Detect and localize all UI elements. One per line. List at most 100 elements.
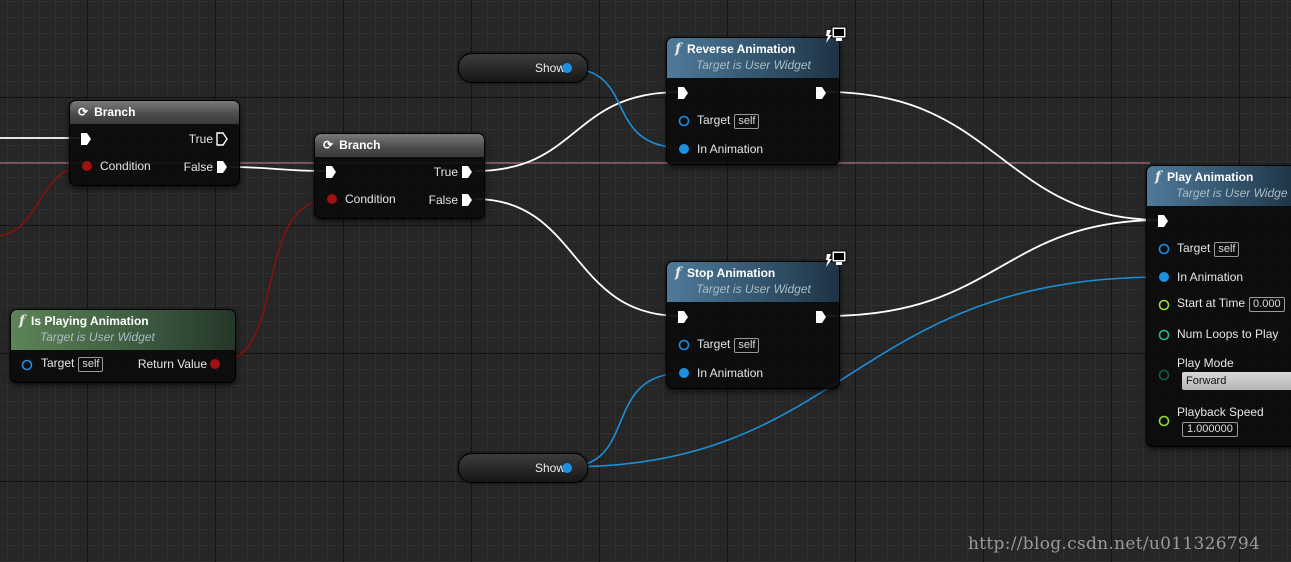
in-animation-pin[interactable]: [1158, 271, 1170, 283]
condition-label: Condition: [100, 159, 151, 173]
function-icon: f: [675, 41, 682, 57]
network-icon: [826, 26, 847, 43]
start-at-time-input[interactable]: 0.000: [1249, 297, 1285, 312]
return-value-label: Return Value: [137, 357, 207, 371]
play-animation-node[interactable]: f Play Animation Target is User Widge Tar…: [1146, 165, 1291, 447]
object-wire-show-reverse: [565, 67, 685, 149]
exec-in-pin[interactable]: [80, 132, 92, 146]
branch-icon: ⟳: [323, 138, 334, 152]
target-pin[interactable]: [1158, 243, 1170, 255]
in-animation-label: In Animation: [1177, 270, 1244, 284]
play-mode-label: Play Mode: [1177, 356, 1234, 370]
show-out-pin[interactable]: [561, 62, 573, 74]
is-playing-subtitle: Target is User Widget: [40, 330, 155, 344]
branch-node-2-title: Branch: [339, 138, 381, 152]
target-self-box[interactable]: self: [78, 357, 104, 372]
bool-condition-pin[interactable]: [81, 160, 93, 172]
exec-wire-false-stop: [474, 198, 681, 317]
false-label: False: [183, 160, 213, 174]
function-icon: f: [19, 313, 26, 329]
watermark-url: http://blog.csdn.net/u011326794: [968, 534, 1261, 554]
exec-out-true-pin[interactable]: [216, 132, 228, 146]
stop-subtitle: Target is User Widget: [696, 282, 811, 296]
play-header: f Play Animation Target is User Widge: [1147, 166, 1291, 206]
start-at-time-pin[interactable]: [1158, 299, 1170, 311]
playback-speed-label: Playback Speed: [1177, 405, 1264, 419]
target-label: Target: [697, 113, 731, 127]
num-loops-label: Num Loops to Play: [1177, 327, 1279, 341]
play-title: Play Animation: [1167, 170, 1254, 184]
reverse-animation-node[interactable]: f Reverse Animation Target is User Widget…: [666, 37, 840, 165]
stop-title: Stop Animation: [687, 266, 776, 280]
play-subtitle: Target is User Widge: [1176, 186, 1288, 200]
playback-speed-pin[interactable]: [1158, 415, 1170, 427]
exec-in-pin[interactable]: [1157, 214, 1169, 228]
exec-wire-true-reverse: [474, 91, 681, 172]
target-pin[interactable]: [678, 115, 690, 127]
target-pin[interactable]: [21, 359, 33, 371]
branch-node-1-header: ⟳Branch: [70, 101, 239, 124]
show-out-pin[interactable]: [561, 462, 573, 474]
stop-animation-node[interactable]: f Stop Animation Target is User Widget Ta…: [666, 261, 840, 389]
branch-node-2-header: ⟳ Branch: [315, 134, 484, 157]
is-playing-title: Is Playing Animation: [31, 314, 149, 328]
stop-header: f Stop Animation Target is User Widget: [667, 262, 839, 302]
branch-node-1-title: Branch: [94, 105, 136, 119]
play-mode-dropdown[interactable]: Forward: [1182, 372, 1291, 390]
return-value-pin[interactable]: [209, 358, 221, 370]
target-label: Target: [697, 337, 731, 351]
function-icon: f: [1155, 169, 1162, 185]
playback-speed-row: 1.000000: [1177, 421, 1238, 437]
bool-wire-return: [215, 198, 332, 364]
exec-wire-branch1-false: [229, 166, 327, 172]
exec-wire-reverse-play: [825, 91, 1163, 221]
branch-node-1[interactable]: ⟳Branch True Condition False: [69, 100, 240, 186]
target-self-box[interactable]: self: [734, 338, 760, 353]
is-playing-animation-node[interactable]: f Is Playing Animation Target is User Wid…: [10, 309, 236, 383]
exec-in-pin[interactable]: [677, 310, 689, 324]
reverse-title: Reverse Animation: [687, 42, 796, 56]
true-label: True: [188, 132, 213, 146]
exec-out-false-pin[interactable]: [216, 160, 228, 174]
network-icon: [826, 250, 847, 267]
num-loops-pin[interactable]: [1158, 329, 1170, 341]
play-mode-pin[interactable]: [1158, 369, 1170, 381]
show-variable-top[interactable]: Show: [458, 53, 588, 83]
branch-node-2[interactable]: ⟳ Branch True Condition False: [314, 133, 485, 219]
exec-out-pin[interactable]: [815, 310, 827, 324]
playback-speed-input[interactable]: 1.000000: [1182, 422, 1238, 437]
in-animation-pin[interactable]: [678, 367, 690, 379]
target-self-box[interactable]: self: [734, 114, 760, 129]
target-label: Target: [41, 356, 75, 370]
reverse-subtitle: Target is User Widget: [696, 58, 811, 72]
false-label: False: [428, 193, 458, 207]
exec-in-pin[interactable]: [325, 165, 337, 179]
target-self-box[interactable]: self: [1214, 242, 1240, 257]
object-wire-show-stop: [565, 372, 685, 468]
true-label: True: [433, 165, 458, 179]
exec-in-pin[interactable]: [677, 86, 689, 100]
exec-out-false-pin[interactable]: [461, 193, 473, 207]
show-label: Show: [534, 61, 565, 75]
start-at-time-label: Start at Time: [1177, 296, 1246, 310]
target-pin[interactable]: [678, 339, 690, 351]
show-variable-bottom[interactable]: Show: [458, 453, 588, 483]
bool-condition-pin[interactable]: [326, 193, 338, 205]
function-icon: f: [675, 265, 682, 281]
show-label: Show: [534, 461, 565, 475]
exec-out-pin[interactable]: [815, 86, 827, 100]
exec-wire-stop-play: [825, 219, 1163, 317]
reverse-header: f Reverse Animation Target is User Widget: [667, 38, 839, 78]
exec-out-true-pin[interactable]: [461, 165, 473, 179]
object-wire-show-play: [565, 276, 1164, 468]
is-playing-header: f Is Playing Animation Target is User Wid…: [11, 310, 235, 350]
in-animation-pin[interactable]: [678, 143, 690, 155]
in-animation-label: In Animation: [697, 142, 764, 156]
condition-label: Condition: [345, 192, 396, 206]
